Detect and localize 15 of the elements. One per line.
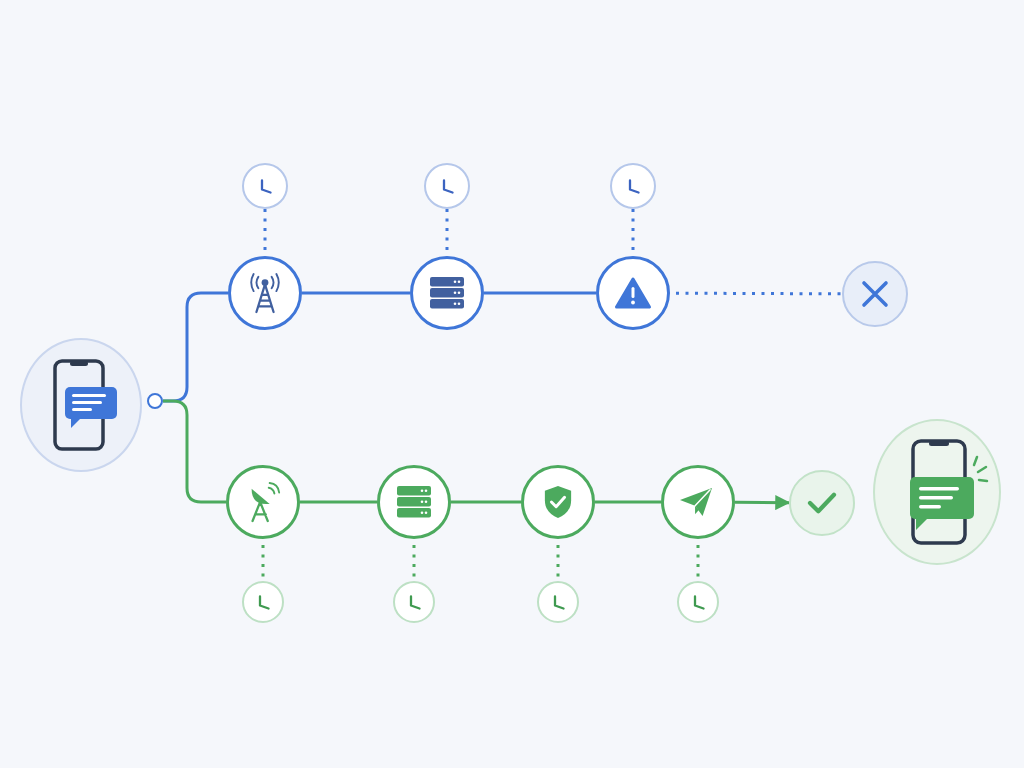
connector	[595, 500, 661, 504]
clock-node	[242, 581, 284, 623]
connector	[484, 291, 596, 295]
clock-node	[610, 163, 656, 209]
connector	[451, 500, 521, 504]
connector	[302, 291, 410, 295]
connector	[163, 399, 226, 504]
clock-node	[677, 581, 719, 623]
clock-node	[242, 163, 288, 209]
junction-node	[147, 393, 163, 409]
clock-node	[393, 581, 435, 623]
clock-node	[537, 581, 579, 623]
connector	[300, 500, 377, 504]
arrow	[735, 495, 791, 511]
clock-node	[424, 163, 470, 209]
